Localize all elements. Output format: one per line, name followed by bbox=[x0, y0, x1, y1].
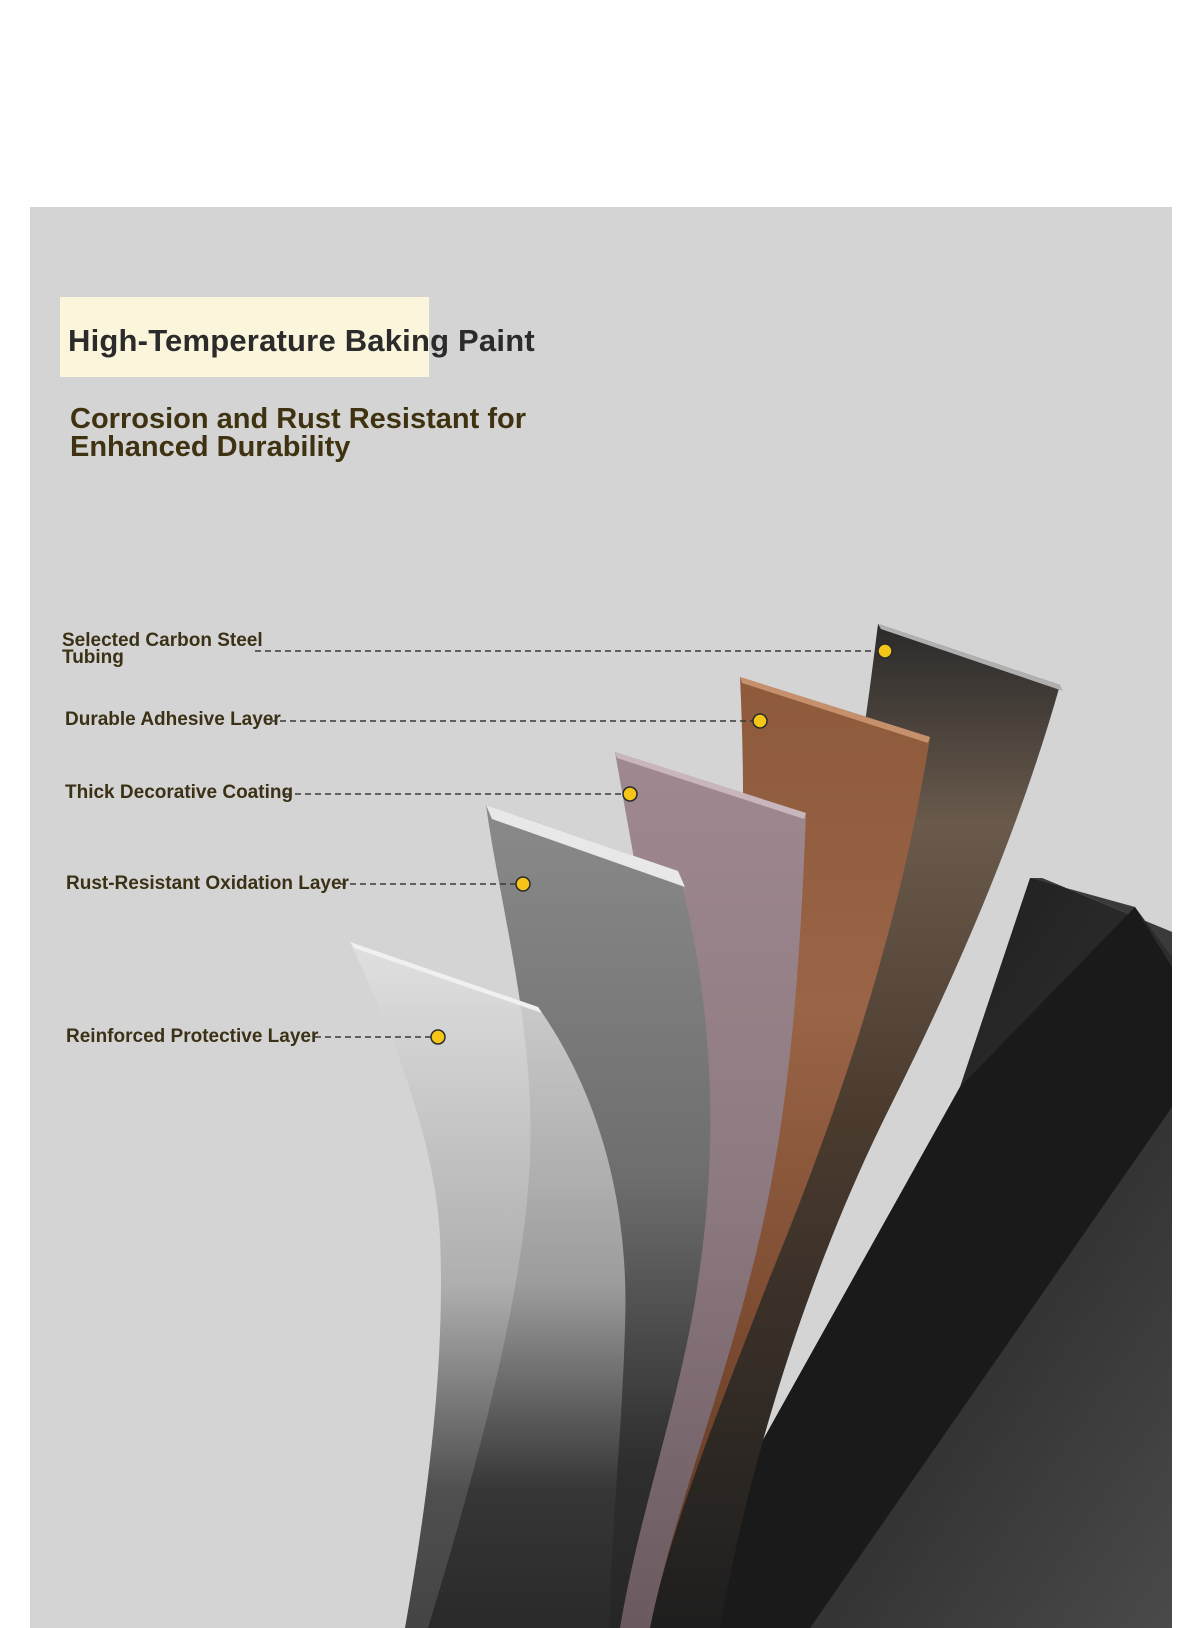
label-carbon-steel-line2: Tubing bbox=[62, 647, 124, 668]
marker-dot bbox=[877, 643, 893, 659]
marker-dot bbox=[752, 713, 768, 729]
marker-dot bbox=[430, 1029, 446, 1045]
page-title: High-Temperature Baking Paint bbox=[68, 323, 535, 358]
title-highlight-box bbox=[60, 297, 429, 377]
product-feature-panel: High-Temperature Baking Paint Corrosion … bbox=[30, 207, 1172, 1628]
label-decorative-coating: Thick Decorative Coating bbox=[65, 782, 294, 803]
marker-dot bbox=[622, 786, 638, 802]
steel-tube-shape bbox=[658, 878, 1172, 1628]
label-oxidation-layer: Rust-Resistant Oxidation Layer bbox=[66, 873, 349, 894]
label-adhesive-layer: Durable Adhesive Layer bbox=[65, 709, 281, 730]
layer-illustration bbox=[255, 624, 1172, 1628]
page-subtitle: Corrosion and Rust Resistant for Enhance… bbox=[70, 403, 526, 463]
label-carbon-steel: Selected Carbon Steel Tubing bbox=[62, 630, 263, 668]
label-protective-layer: Reinforced Protective Layer bbox=[66, 1026, 319, 1047]
protective-layer-strip bbox=[350, 942, 626, 1628]
label-carbon-steel-line1: Selected Carbon Steel bbox=[62, 630, 263, 651]
marker-dot bbox=[515, 876, 531, 892]
